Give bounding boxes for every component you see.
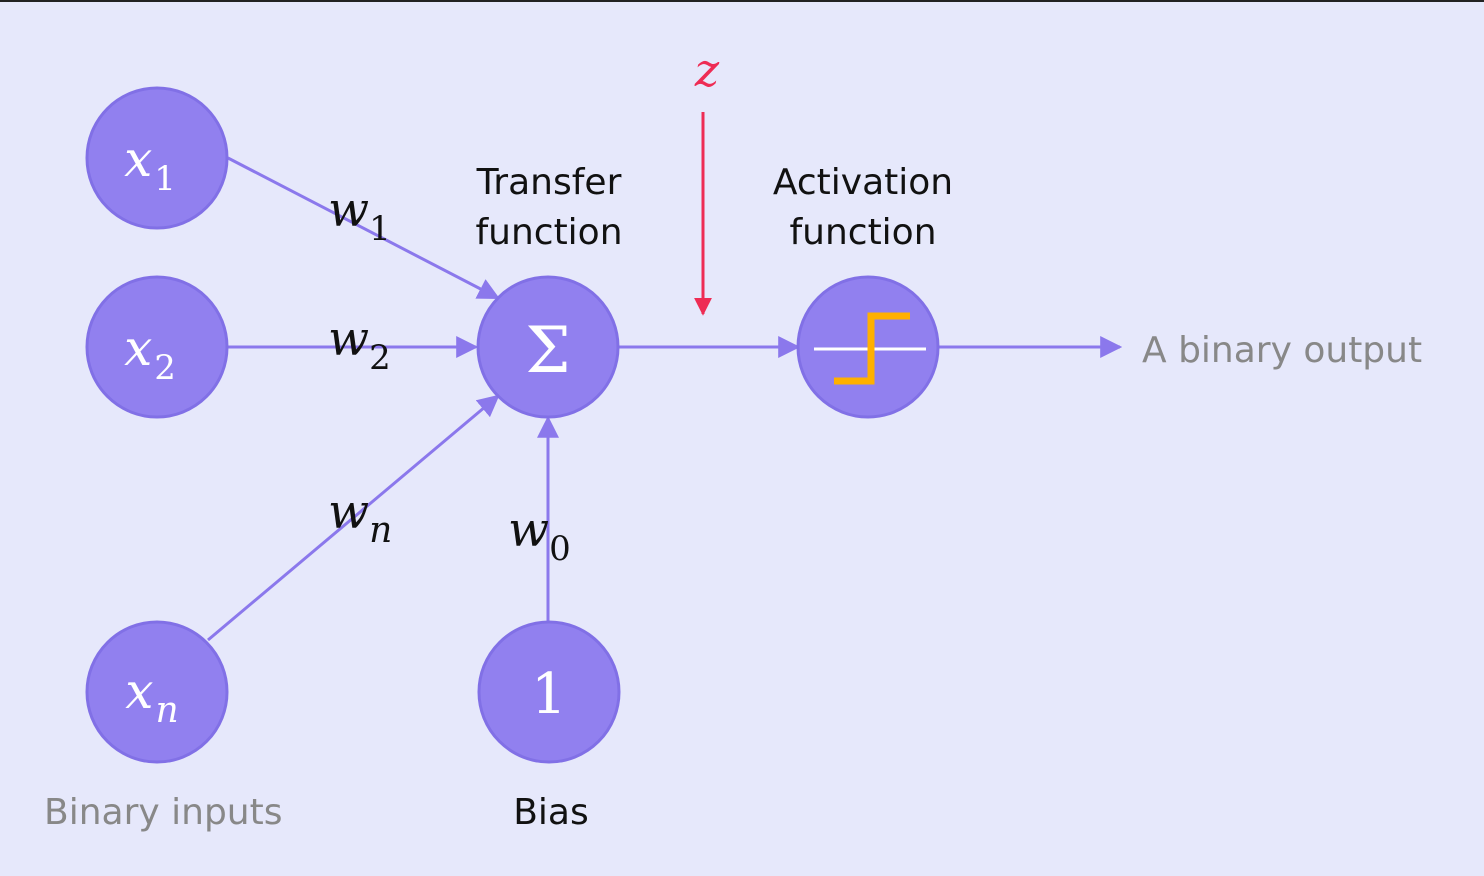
weight-w1: w1 xyxy=(328,182,391,249)
svg-text:x2: x2 xyxy=(124,319,176,388)
weight-w2-sub: 2 xyxy=(369,338,391,378)
bias-label: Bias xyxy=(513,792,589,833)
weight-w2: w2 xyxy=(328,311,391,378)
svg-text:x1: x1 xyxy=(124,130,176,199)
input-x2-base: x xyxy=(124,319,152,377)
bias-node: 1 xyxy=(477,620,621,764)
output-label: A binary output xyxy=(1142,330,1422,371)
weight-wn: wn xyxy=(328,484,392,551)
transfer-function-label-line2: function xyxy=(475,212,622,253)
bias-value: 1 xyxy=(531,662,567,727)
weight-wn-sub: n xyxy=(369,510,392,551)
transfer-function-label-line1: Transfer xyxy=(476,162,622,203)
weight-w2-base: w xyxy=(328,311,369,367)
svg-text:xn: xn xyxy=(125,662,178,731)
weight-w0-base: w xyxy=(508,502,549,558)
activation-function-label-line2: function xyxy=(789,212,936,253)
weight-w1-sub: 1 xyxy=(369,209,391,249)
weight-w0-sub: 0 xyxy=(549,529,571,569)
sum-symbol: Σ xyxy=(525,314,570,388)
weight-w1-base: w xyxy=(328,182,369,238)
activation-function-label-line1: Activation xyxy=(773,162,953,203)
weight-wn-base: w xyxy=(328,484,369,540)
binary-inputs-label: Binary inputs xyxy=(44,792,282,833)
input-x2-sub: 2 xyxy=(154,348,176,388)
input-node-x2: x2 xyxy=(85,275,229,419)
input-x1-base: x xyxy=(124,130,152,188)
input-node-xn: xn xyxy=(85,620,229,764)
input-x1-sub: 1 xyxy=(154,159,176,199)
input-node-x1: x1 xyxy=(85,86,229,230)
step-function-icon xyxy=(834,312,910,385)
z-label: z xyxy=(694,43,720,97)
edge-xn-sum xyxy=(207,394,500,642)
activation-node xyxy=(796,275,940,419)
weight-w0: w0 xyxy=(508,502,571,569)
edge-x1-sum xyxy=(227,156,500,300)
input-xn-sub: n xyxy=(156,690,179,731)
sum-node: Σ xyxy=(476,275,620,419)
input-xn-base: x xyxy=(125,662,153,720)
